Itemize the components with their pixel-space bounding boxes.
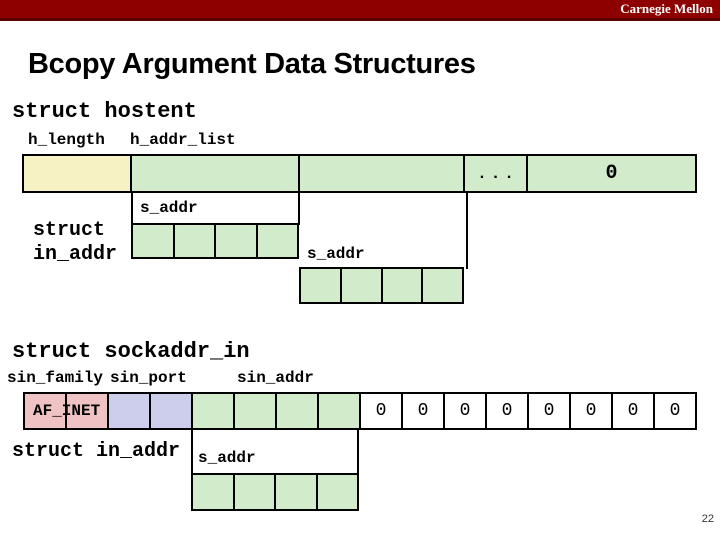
memory-cell — [216, 225, 258, 257]
struct-sockaddr-in-label: struct sockaddr_in — [12, 339, 250, 364]
header-bar: Carnegie Mellon — [0, 0, 720, 21]
memory-cell-h-length — [24, 156, 132, 191]
memory-cell-ellipsis: ... — [465, 156, 528, 191]
in-addr-box-2 — [299, 267, 464, 304]
memory-cell-zero: 0 — [529, 394, 571, 428]
pointer-line-left-1 — [131, 191, 133, 225]
memory-cell-sin-addr — [277, 394, 319, 428]
memory-cell — [423, 269, 462, 302]
memory-cell-zero: 0 — [613, 394, 655, 428]
struct-hostent-label: struct hostent — [12, 99, 197, 124]
memory-cell-zero: 0 — [403, 394, 445, 428]
page-number: 22 — [701, 513, 714, 525]
pointer-line-left-3 — [191, 429, 193, 475]
memory-cell-h-addr-ptr-1 — [132, 156, 300, 191]
memory-cell-sin-addr — [319, 394, 361, 428]
field-label-sin-addr: sin_addr — [237, 369, 314, 387]
memory-cell-sin-family — [67, 394, 109, 428]
pointer-line-right-2 — [466, 191, 468, 269]
memory-cell-sin-port — [109, 394, 151, 428]
field-label-h-addr-list: h_addr_list — [130, 131, 236, 149]
memory-cell-sin-family — [25, 394, 67, 428]
pointer-line-right-3 — [357, 429, 359, 475]
memory-cell — [257, 225, 297, 257]
pointer-line-right-1 — [298, 191, 300, 225]
memory-cell-null-terminator: 0 — [528, 156, 695, 191]
sin-family-value: AF_INET — [33, 402, 101, 420]
hostent-memory-row: ... 0 — [22, 154, 697, 193]
in-addr-box-1 — [131, 223, 299, 259]
field-label-s-addr-2: s_addr — [307, 245, 365, 263]
memory-cell — [382, 269, 424, 302]
memory-cell — [133, 225, 175, 257]
field-label-s-addr-1: s_addr — [140, 199, 198, 217]
page-title: Bcopy Argument Data Structures — [28, 48, 476, 80]
memory-cell — [234, 475, 276, 509]
memory-cell — [174, 225, 216, 257]
struct-in-addr-label-1: struct in_addr — [33, 219, 118, 266]
memory-cell-zero: 0 — [487, 394, 529, 428]
in-addr-box-3 — [191, 473, 359, 511]
memory-cell — [341, 269, 383, 302]
memory-cell-zero: 0 — [571, 394, 613, 428]
field-label-sin-family: sin_family — [7, 369, 104, 387]
memory-cell-zero: 0 — [655, 394, 695, 428]
memory-cell-zero: 0 — [361, 394, 403, 428]
brand-text: Carnegie Mellon — [620, 1, 713, 16]
field-label-h-length: h_length — [28, 131, 105, 149]
memory-cell-h-addr-ptr-2 — [300, 156, 465, 191]
field-label-s-addr-3: s_addr — [198, 449, 256, 467]
memory-cell-sin-addr — [235, 394, 277, 428]
memory-cell-sin-addr — [193, 394, 235, 428]
memory-cell — [301, 269, 342, 302]
memory-cell-zero: 0 — [445, 394, 487, 428]
memory-cell — [193, 475, 235, 509]
field-label-sin-port: sin_port — [110, 369, 187, 387]
memory-cell-sin-port — [151, 394, 193, 428]
memory-cell — [276, 475, 318, 509]
memory-cell — [317, 475, 357, 509]
struct-in-addr-label-2: struct in_addr — [12, 440, 181, 463]
